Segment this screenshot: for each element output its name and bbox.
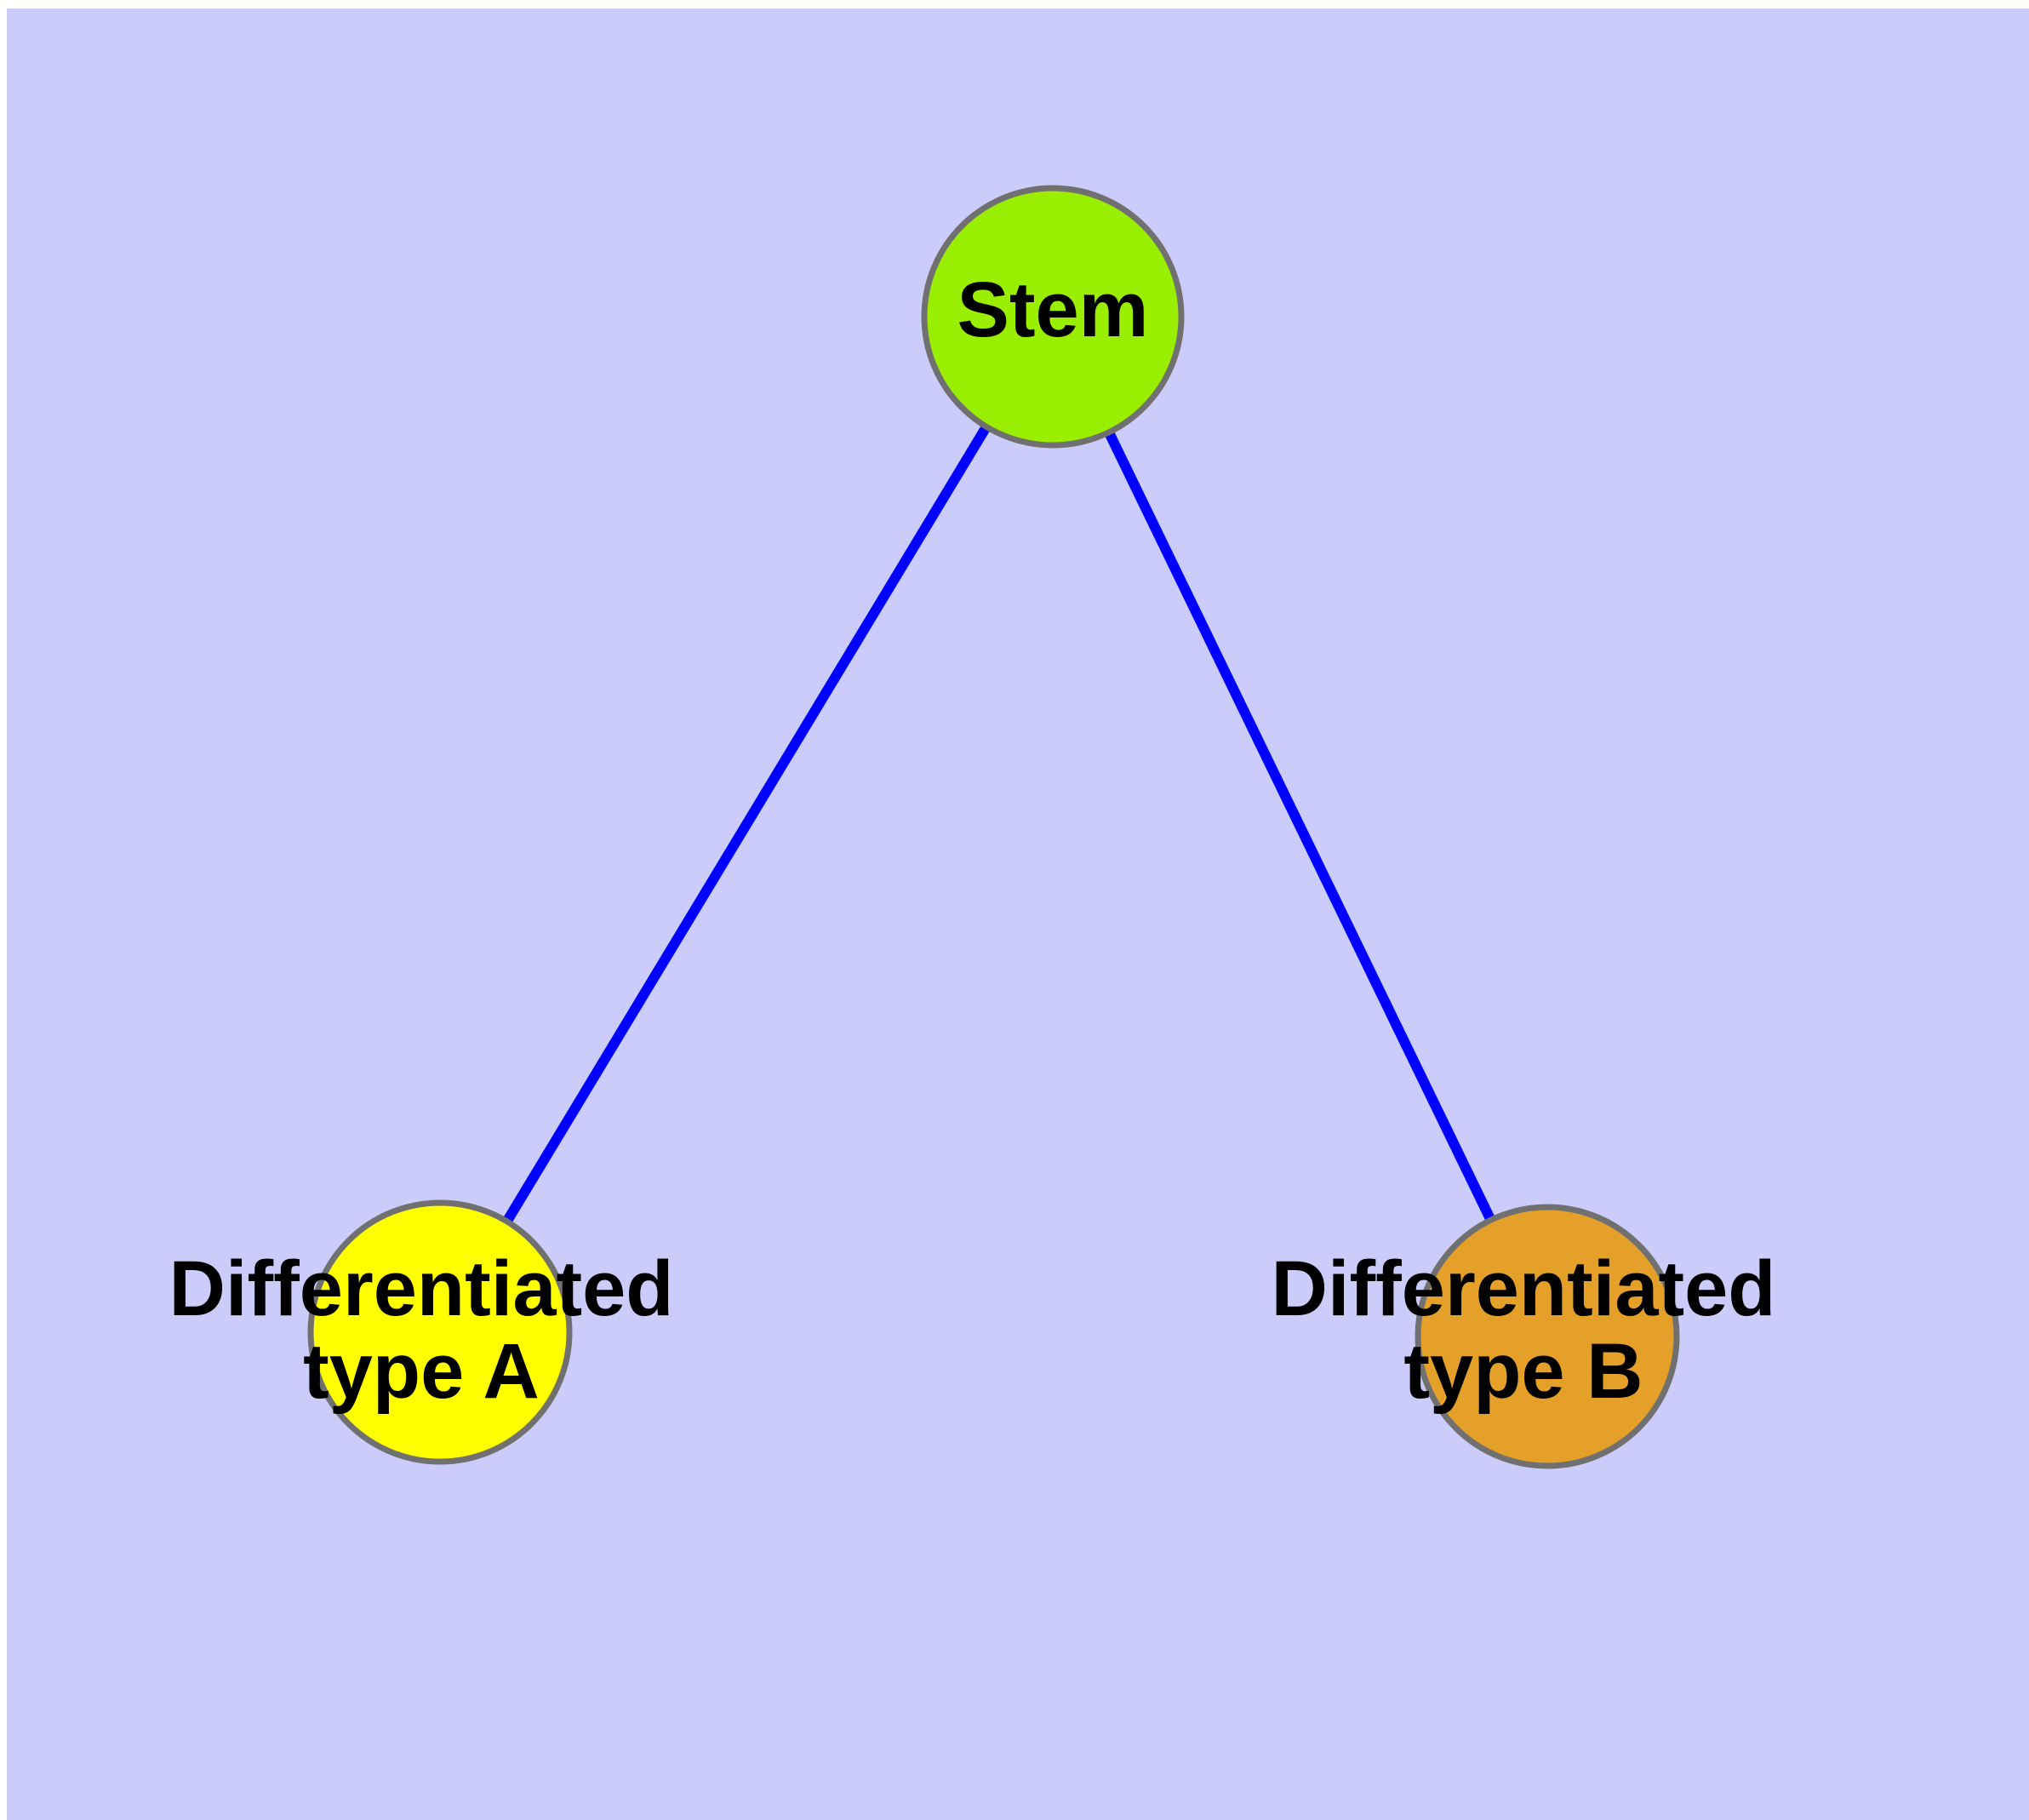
graph-node-diff-b[interactable] bbox=[1415, 1204, 1680, 1469]
edges-layer bbox=[435, 313, 1552, 1339]
graph-node-stem[interactable] bbox=[921, 185, 1185, 449]
nodes-layer bbox=[307, 185, 1680, 1469]
graph-node-diff-a[interactable] bbox=[307, 1199, 573, 1465]
graph-edge bbox=[1048, 314, 1552, 1339]
graph-edge bbox=[435, 313, 1058, 1336]
